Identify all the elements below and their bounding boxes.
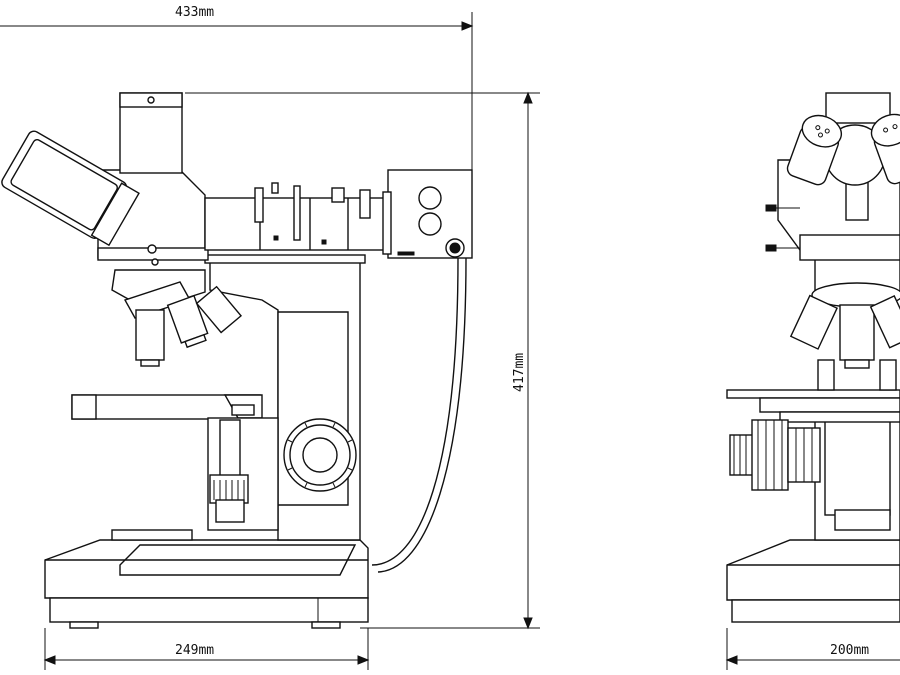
dimension-label-top-width: 433mm: [175, 5, 214, 20]
side-view: [1, 92, 473, 629]
front-head: [765, 92, 900, 261]
dimension-label-base-side: 249mm: [175, 643, 214, 658]
focus-knob: [283, 418, 357, 492]
front-stage: [726, 389, 900, 423]
dimension-label-base-front: 200mm: [830, 643, 869, 658]
dimension-top-width: 433mm: [0, 5, 474, 170]
dimension-base-width-side: 249mm: [43, 628, 370, 670]
eyepiece-tube: [1, 130, 140, 247]
base: [44, 529, 369, 629]
nosepiece: [111, 269, 243, 367]
stage: [71, 394, 279, 531]
trinocular-tube: [119, 92, 183, 174]
light-cable: [371, 257, 459, 566]
front-nosepiece: [789, 257, 900, 391]
dimension-height: 417mm: [185, 91, 540, 630]
dimension-base-width-front: 200mm: [725, 628, 900, 670]
front-base: [726, 539, 900, 623]
front-focus-knob: [729, 419, 821, 491]
illuminator: [204, 169, 473, 259]
dimension-label-height: 417mm: [512, 353, 527, 392]
front-view: [726, 92, 900, 623]
